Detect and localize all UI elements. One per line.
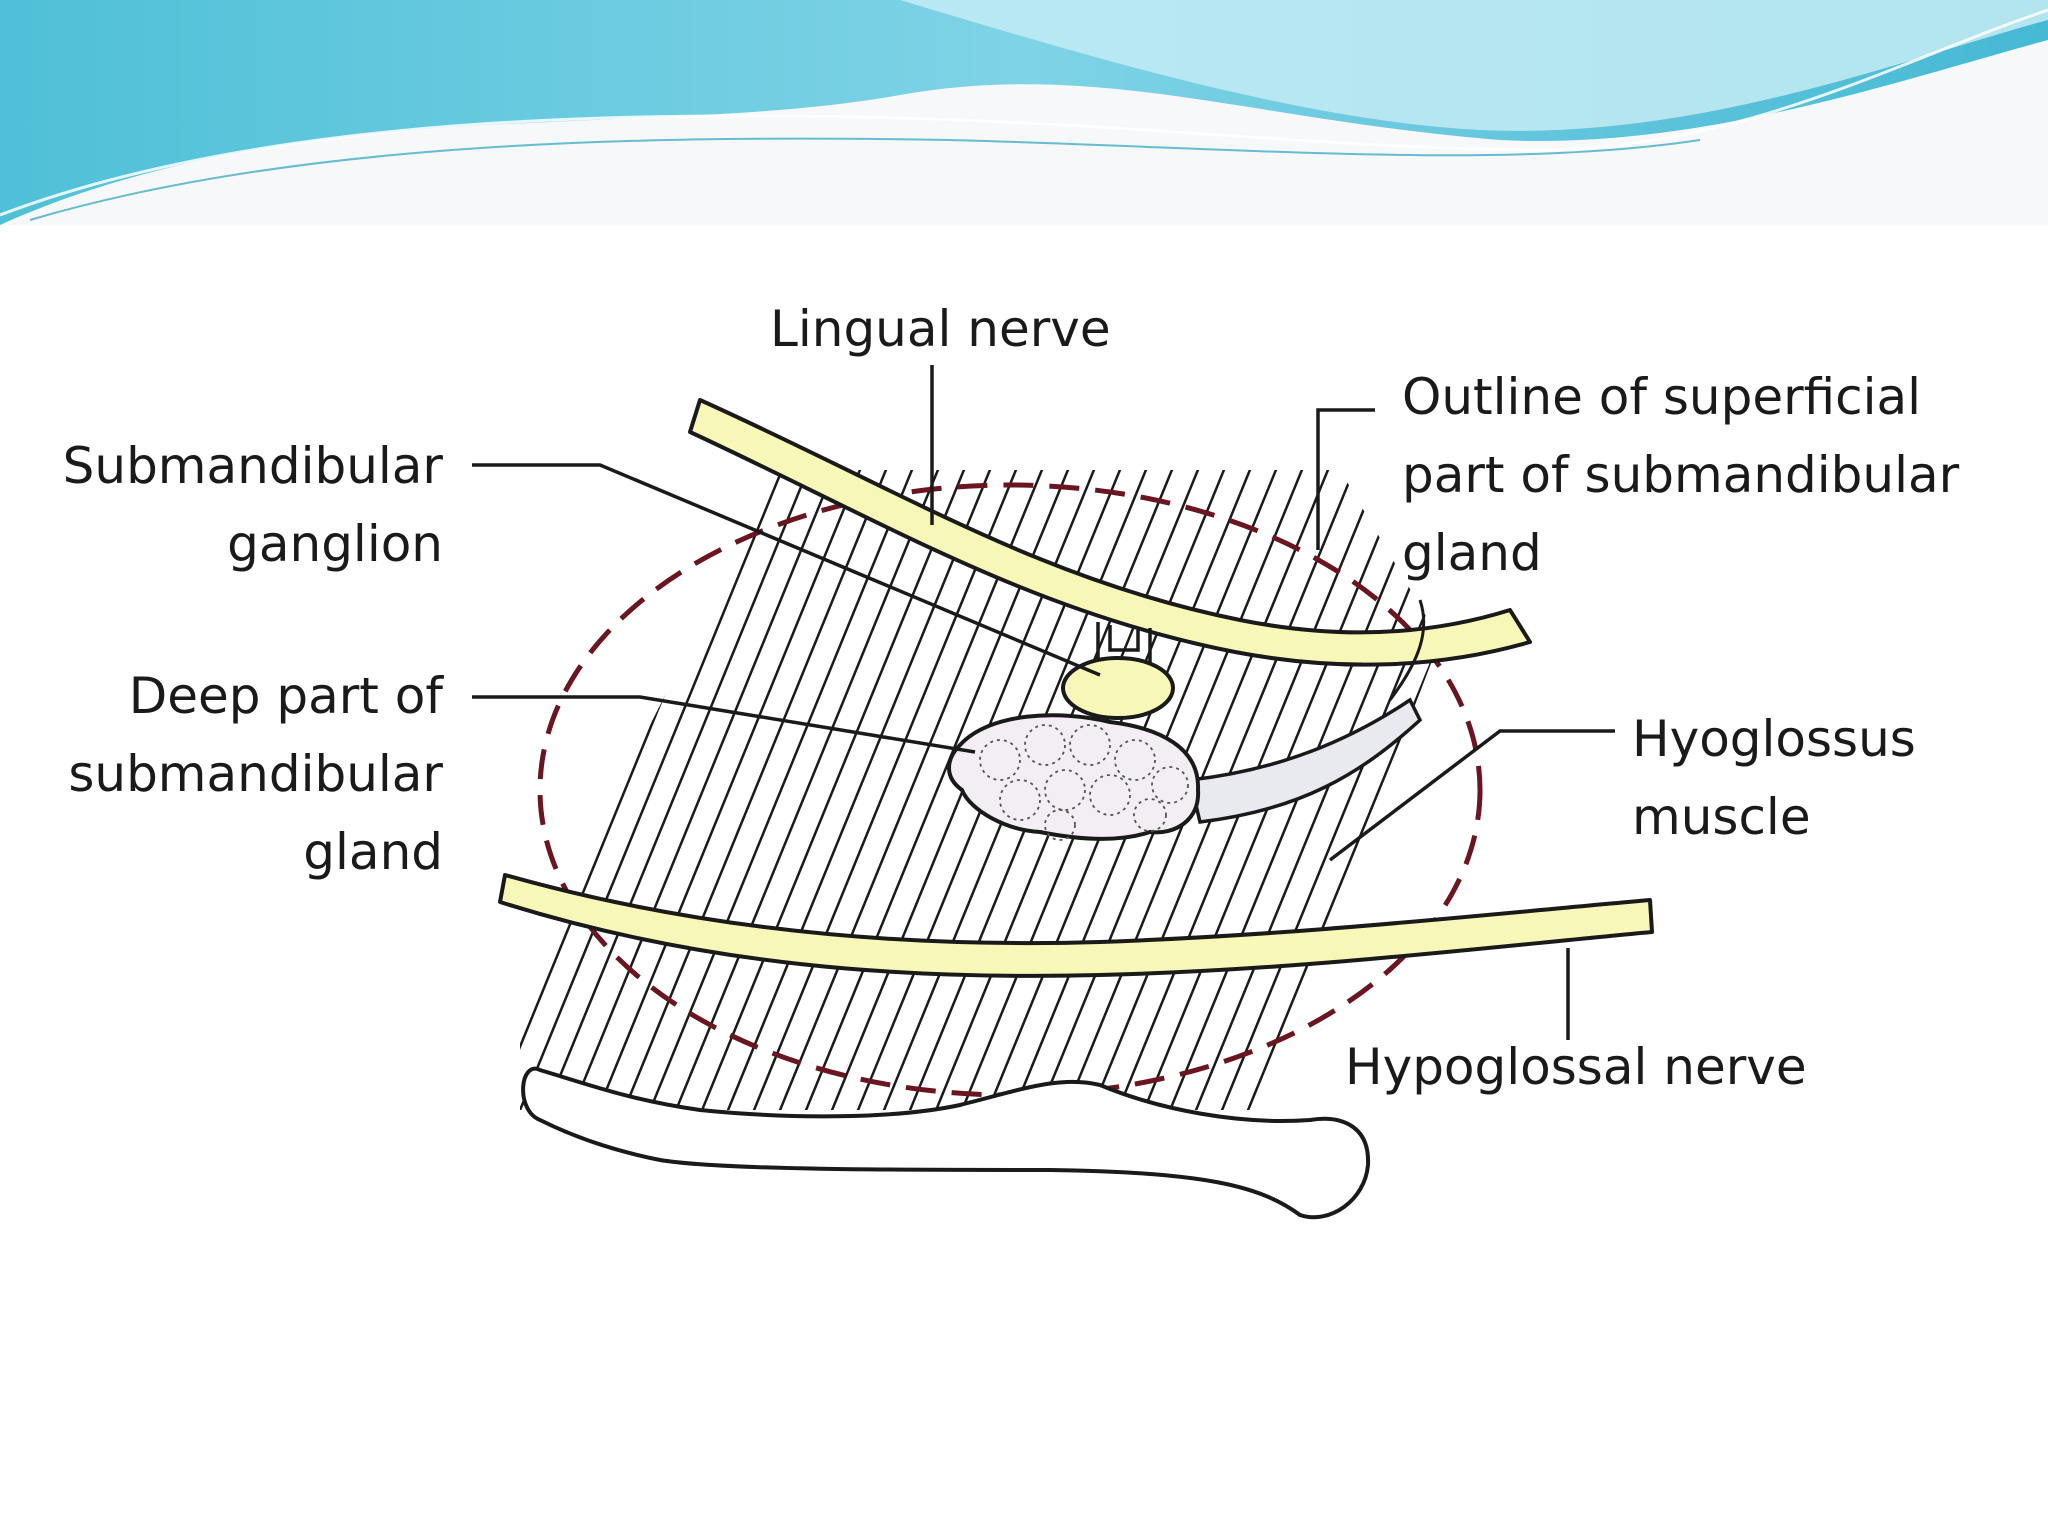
hypoglossal-nerve [498,873,1654,978]
label-line: gland [303,823,443,881]
lingual-nerve [688,398,1532,667]
muscle-fiber-line [618,470,892,1110]
label-line: Submandibular [62,437,443,495]
label-line: gland [1402,524,1542,582]
label-line: ganglion [227,515,443,573]
muscle-fiber-line [566,470,840,1110]
submandibular-ganglion [1061,622,1175,720]
label-line: Hyoglossus [1632,710,1916,768]
muscle-fiber-line [520,470,762,1110]
muscle-fiber-line [722,470,996,1110]
label-line: Outline of superficial [1402,368,1922,426]
muscle-fiber-line [1216,470,1440,1110]
label-line: muscle [1632,788,1811,846]
label-line: submandibular [68,745,443,803]
leader-lines [472,365,1615,1040]
hyoid-bone [521,1066,1371,1220]
muscle-fiber-line [520,470,788,1110]
muscle-fiber-line [644,470,918,1110]
muscle-fiber-line [592,470,866,1110]
label-line: part of submandibular [1402,446,1960,504]
label-deep-part: Deep part of submandibular gland [68,657,443,891]
submandibular-duct [1187,697,1423,824]
label-lingual-nerve: Lingual nerve [770,300,1111,358]
header-wave [0,0,2048,225]
muscle-fiber-line [670,470,944,1110]
label-hypoglossal-nerve: Hypoglossal nerve [1345,1038,1807,1096]
label-hyoglossus: Hyoglossus muscle [1632,700,1916,856]
label-submandibular-ganglion: Submandibular ganglion [63,427,443,583]
muscle-fiber-line [540,470,814,1110]
muscle-fiber-line [696,470,970,1110]
deep-part-gland [947,713,1201,841]
muscle-fiber-line [1242,470,1440,1110]
label-line: Deep part of [128,667,443,725]
label-superficial-outline: Outline of superficial part of submandib… [1402,358,1959,592]
